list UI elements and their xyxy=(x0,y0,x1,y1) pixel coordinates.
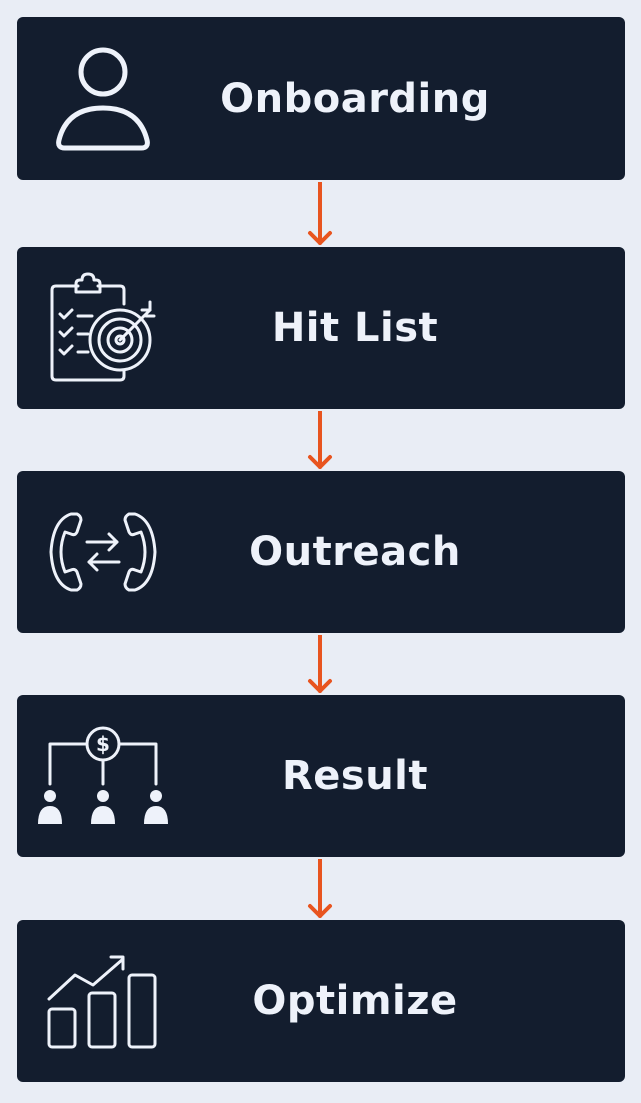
money-network-icon: $ xyxy=(38,726,168,824)
step-label: Outreach xyxy=(249,529,461,575)
step-label: Optimize xyxy=(252,978,458,1024)
svg-text:$: $ xyxy=(96,732,110,756)
growth-chart-icon xyxy=(45,955,161,1049)
flow-arrow xyxy=(307,633,333,694)
step-optimize: Optimize xyxy=(17,920,625,1082)
step-hit-list: Hit List xyxy=(17,247,625,409)
step-label: Result xyxy=(281,753,429,799)
phone-exchange-icon xyxy=(45,507,161,597)
clipboard-target-icon xyxy=(45,272,161,382)
flow-arrow xyxy=(307,409,333,470)
step-outreach: Outreach xyxy=(17,471,625,633)
step-label: Onboarding xyxy=(220,75,490,122)
step-result: $ Result xyxy=(17,695,625,857)
user-icon xyxy=(45,47,161,150)
step-label: Hit List xyxy=(271,305,439,351)
step-onboarding: Onboarding xyxy=(17,17,625,180)
flow-arrow xyxy=(307,857,333,919)
flow-arrow xyxy=(307,180,333,246)
